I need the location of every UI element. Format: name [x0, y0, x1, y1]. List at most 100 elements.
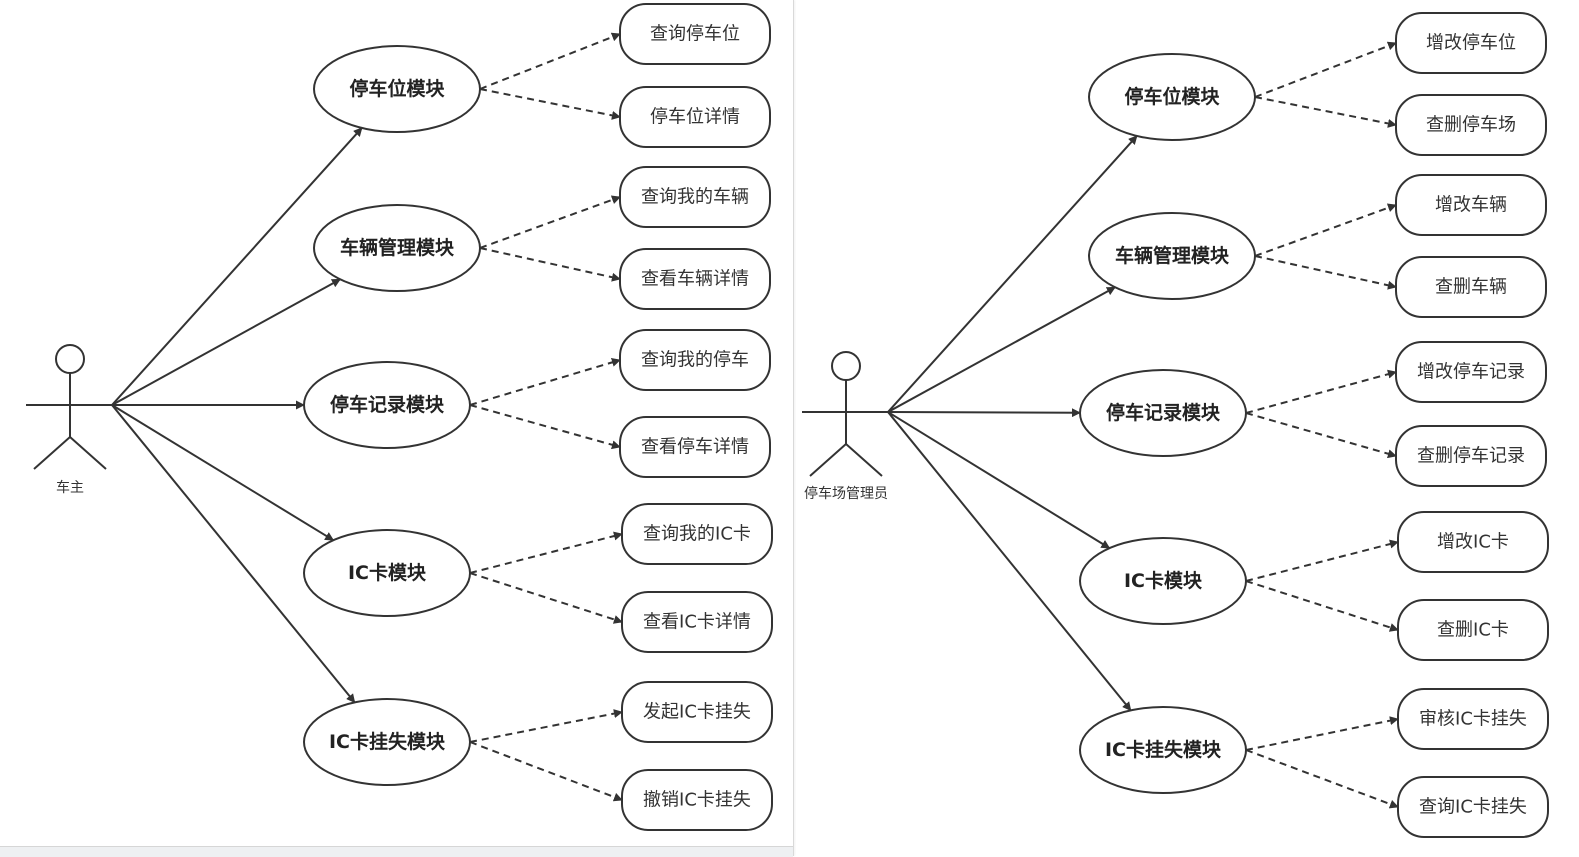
- actor-to-module-arrow: [887, 408, 1081, 418]
- module-ellipse: [1088, 212, 1256, 300]
- actor-label: 车主: [56, 479, 84, 496]
- use-case-node: 查看车辆详情: [619, 248, 771, 310]
- module-label: 车辆管理模块: [340, 236, 455, 259]
- module-node: IC卡模块: [303, 529, 471, 617]
- use-case-label: 撤销IC卡挂失: [643, 790, 751, 811]
- module-label: IC卡模块: [1124, 569, 1203, 592]
- use-case-box: [621, 769, 773, 831]
- module-to-case-dashed-arrow: [1245, 369, 1397, 414]
- use-case-node: 查删车辆: [1395, 256, 1547, 318]
- module-to-case-dashed-arrow: [1245, 412, 1397, 459]
- use-case-node: 增改停车记录: [1395, 341, 1547, 403]
- use-case-box: [619, 329, 771, 391]
- use-case-node: 查看IC卡详情: [621, 591, 773, 653]
- module-to-case-dashed-arrow: [1245, 716, 1399, 751]
- module-to-case-dashed-arrow: [479, 88, 621, 120]
- module-node: IC卡挂失模块: [1079, 706, 1247, 794]
- use-case-label: 查看IC卡详情: [643, 612, 751, 633]
- use-case-node: 停车位详情: [619, 86, 771, 148]
- module-ellipse: [1079, 369, 1247, 457]
- module-label: 停车位模块: [1124, 85, 1220, 108]
- module-to-case-dashed-arrow: [479, 247, 621, 282]
- use-case-node: 查询IC卡挂失: [1397, 776, 1549, 838]
- use-case-box: [1397, 688, 1549, 750]
- module-to-case-dashed-arrow: [1254, 255, 1397, 290]
- module-label: IC卡模块: [348, 561, 427, 584]
- actor-figure: 车主: [26, 344, 112, 496]
- module-to-case-dashed-arrow: [469, 572, 623, 624]
- actor-right-leg: [69, 436, 107, 470]
- module-node: 停车位模块: [313, 45, 481, 133]
- use-case-label: 查删停车记录: [1417, 446, 1525, 467]
- module-ellipse: [1088, 53, 1256, 141]
- use-case-label: 查询我的车辆: [641, 187, 749, 208]
- use-case-label: 增改停车记录: [1417, 362, 1525, 383]
- module-label: IC卡挂失模块: [329, 730, 446, 753]
- use-case-label: 查询我的IC卡: [643, 524, 751, 545]
- use-case-box: [1395, 12, 1547, 74]
- module-node: 车辆管理模块: [1088, 212, 1256, 300]
- module-label: IC卡挂失模块: [1105, 738, 1222, 761]
- use-case-box: [619, 166, 771, 228]
- module-node: 停车记录模块: [1079, 369, 1247, 457]
- module-label: 停车位模块: [349, 77, 445, 100]
- use-case-node: 增改停车位: [1395, 12, 1547, 74]
- module-to-case-dashed-arrow: [1245, 539, 1399, 582]
- use-case-label: 查删停车场: [1426, 115, 1516, 136]
- use-case-label: 发起IC卡挂失: [643, 702, 751, 723]
- module-label: 车辆管理模块: [1115, 244, 1230, 267]
- module-to-case-dashed-arrow: [479, 32, 621, 90]
- module-ellipse: [313, 204, 481, 292]
- actor-figure: 停车场管理员: [802, 351, 888, 502]
- use-case-box: [619, 248, 771, 310]
- use-case-box: [1397, 599, 1549, 661]
- bottom-scroll-strip: [0, 846, 793, 857]
- use-case-box: [619, 3, 771, 65]
- use-case-box: [621, 681, 773, 743]
- actor-left-leg: [809, 443, 847, 477]
- module-node: IC卡模块: [1079, 537, 1247, 625]
- use-case-label: 查询IC卡挂失: [1419, 797, 1527, 818]
- use-case-node: 查询我的车辆: [619, 166, 771, 228]
- actor-left-leg: [33, 436, 71, 470]
- use-case-node: 审核IC卡挂失: [1397, 688, 1549, 750]
- use-case-node: 查询我的IC卡: [621, 503, 773, 565]
- use-case-box: [1397, 776, 1549, 838]
- module-to-case-dashed-arrow: [469, 404, 621, 450]
- actor-head: [831, 351, 861, 381]
- actor-to-module-arrow: [887, 411, 1132, 712]
- use-case-label: 查删IC卡: [1437, 620, 1509, 641]
- use-case-label: 查看停车详情: [641, 437, 749, 458]
- use-case-node: 增改IC卡: [1397, 511, 1549, 573]
- module-to-case-dashed-arrow: [1254, 96, 1397, 128]
- use-case-box: [621, 503, 773, 565]
- actor-to-module-arrow: [111, 404, 356, 704]
- module-label: 停车记录模块: [1106, 401, 1221, 424]
- use-case-box: [1395, 256, 1547, 318]
- use-case-label: 查看车辆详情: [641, 269, 749, 290]
- actor-to-module-arrow: [111, 278, 341, 406]
- use-case-label: 查删车辆: [1435, 277, 1507, 298]
- module-ellipse: [303, 698, 471, 786]
- module-node: 停车记录模块: [303, 361, 471, 449]
- use-case-node: 查询停车位: [619, 3, 771, 65]
- use-case-node: 查删停车记录: [1395, 425, 1547, 487]
- use-case-box: [1395, 94, 1547, 156]
- actor-to-module-arrow: [111, 127, 363, 406]
- use-case-box: [1397, 511, 1549, 573]
- actor-head: [55, 344, 85, 374]
- module-ellipse: [1079, 706, 1247, 794]
- use-case-label: 增改停车位: [1426, 33, 1516, 54]
- module-node: IC卡挂失模块: [303, 698, 471, 786]
- use-case-box: [621, 591, 773, 653]
- module-node: 车辆管理模块: [313, 204, 481, 292]
- use-case-node: 查询我的停车: [619, 329, 771, 391]
- use-case-node: 查删IC卡: [1397, 599, 1549, 661]
- module-to-case-dashed-arrow: [1254, 41, 1397, 98]
- module-to-case-dashed-arrow: [469, 741, 623, 802]
- module-to-case-dashed-arrow: [1245, 580, 1399, 632]
- actor-label: 停车场管理员: [804, 485, 888, 502]
- use-case-box: [1395, 174, 1547, 236]
